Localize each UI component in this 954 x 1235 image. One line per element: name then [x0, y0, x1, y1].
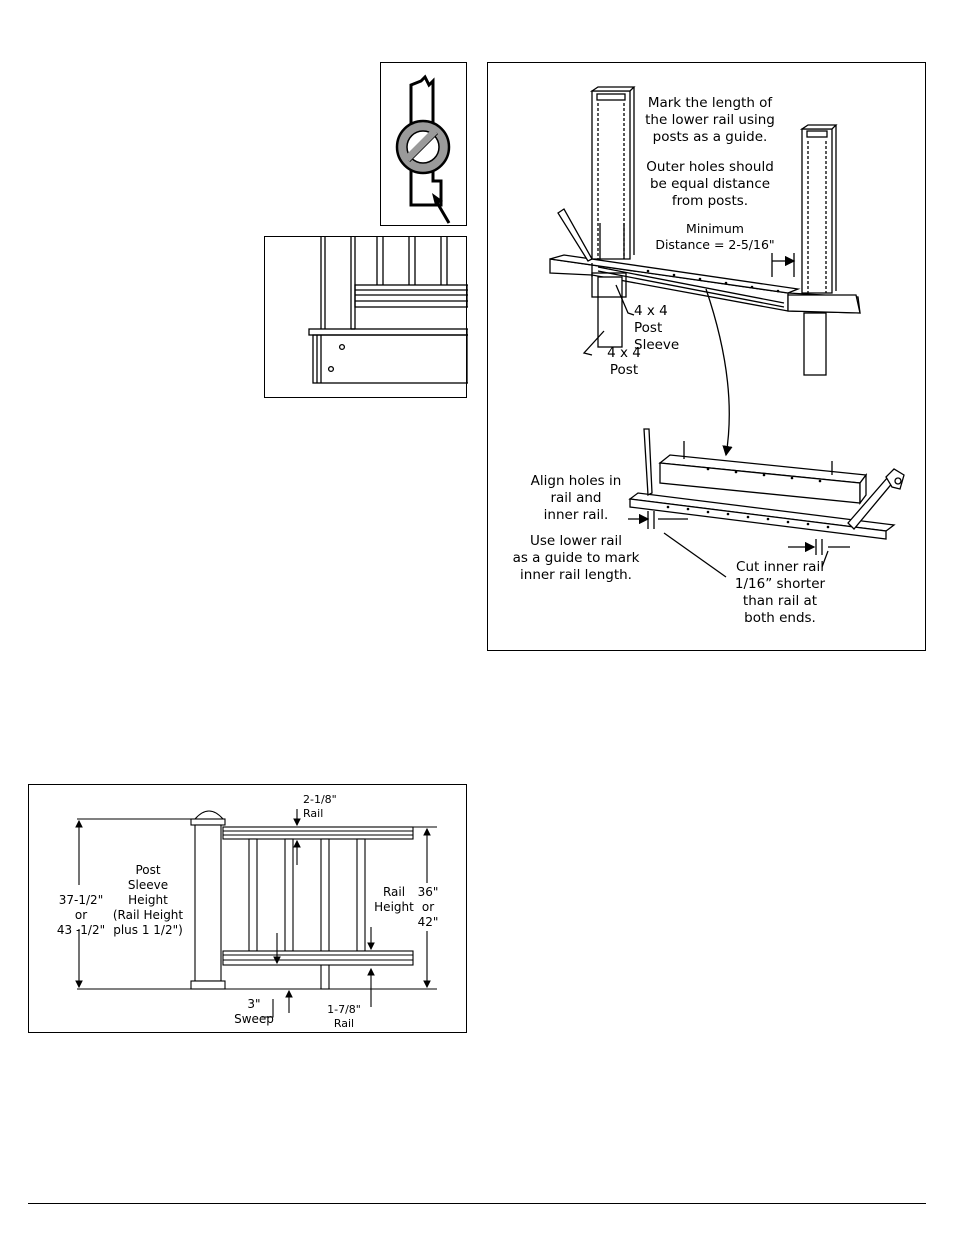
prohibited-notch-icon	[395, 74, 451, 224]
rail-detail-panel	[264, 236, 468, 398]
post-sleeve-height-label: Post Sleeve Height (Rail Height plus 1 1…	[112, 863, 184, 937]
no-notch-icon-panel	[380, 62, 467, 226]
mark-length-note: Mark the length of the lower rail using …	[645, 95, 775, 145]
footer-rule	[28, 1203, 926, 1204]
cut-inner-rail-note: Cut inner rail 1/16” shorter than rail a…	[734, 559, 826, 626]
use-lower-rail-note: Use lower rail as a guide to mark inner …	[512, 533, 640, 583]
rail-detail-drawing	[308, 237, 468, 384]
post-sleeve-label: 4 x 4 Post Sleeve	[634, 303, 680, 353]
rail-height-values: 36" or 42"	[417, 885, 439, 929]
post-height-values: 37-1/2" or 43 -1/2"	[56, 893, 106, 937]
minimum-distance-note: Minimum Distance = 2-5/16"	[655, 221, 775, 252]
rail-marking-drawing	[549, 86, 905, 578]
rail-height-label: Rail Height	[374, 885, 414, 914]
rail-height-figure: 2-1/8" Rail 37-1/2" or 43 -1/2" Post Sle…	[28, 784, 467, 1033]
outer-holes-note: Outer holes should be equal distance fro…	[646, 159, 774, 209]
rail-height-drawing	[75, 809, 437, 1018]
main-instruction-figure: Mark the length of the lower rail using …	[487, 62, 926, 651]
sweep-label: 3" Sweep	[234, 997, 274, 1026]
bottom-rail-label: 1-7/8" Rail	[327, 1003, 361, 1030]
align-holes-note: Align holes in rail and inner rail.	[530, 473, 622, 523]
post-label: 4 x 4 Post	[607, 345, 641, 378]
top-rail-label: 2-1/8" Rail	[303, 793, 337, 820]
